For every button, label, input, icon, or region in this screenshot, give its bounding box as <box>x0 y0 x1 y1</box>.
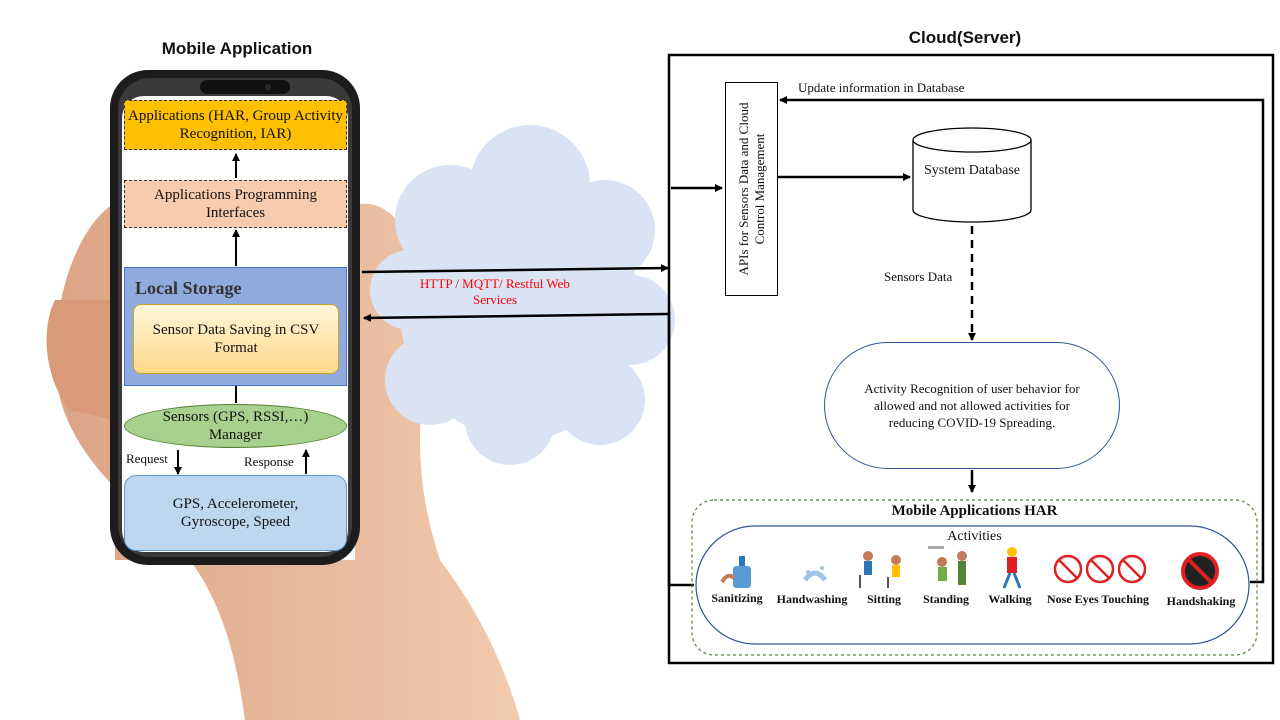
handshaking-icon <box>1181 552 1219 590</box>
cloud-apis-box: APIs for Sensors Data and Cloud Control … <box>725 82 778 296</box>
nose-eyes-touching-icon <box>1053 554 1147 584</box>
activity-recognition-box: Activity Recognition of user behavior fo… <box>824 342 1120 469</box>
activity-label-standing: Standing <box>922 592 970 606</box>
sensors-data-label: Sensors Data <box>884 269 953 284</box>
sensors-manager-ellipse: Sensors (GPS, RSSI,…) Manager <box>124 404 347 448</box>
activity-label-sanitizing: Sanitizing <box>711 591 763 605</box>
handwashing-icon <box>802 566 828 582</box>
local-storage-label: Local Storage <box>135 278 242 298</box>
cloud-apis-label: APIs for Sensors Data and Cloud Control … <box>735 102 767 276</box>
system-database-cylinder <box>912 127 1032 223</box>
phone-flow-arrows <box>174 153 310 475</box>
network-arrows <box>361 264 669 322</box>
har-title: Mobile Applications HAR <box>891 503 1058 519</box>
sanitizing-icon <box>720 556 751 588</box>
har-container <box>691 499 1258 656</box>
sensor-data-saving-box: Sensor Data Saving in CSV Format <box>133 304 339 374</box>
activity-label-sitting: Sitting <box>866 592 902 606</box>
sitting-icon <box>859 551 901 588</box>
response-label: Response <box>244 454 294 469</box>
activities-title: Activities <box>947 529 1002 544</box>
walking-icon <box>1002 547 1022 589</box>
activity-label-handshaking: Handshaking <box>1166 594 1236 608</box>
mobile-application-title: Mobile Application <box>161 39 313 58</box>
request-label: Request <box>126 451 168 466</box>
api-box: Applications Programming Interfaces <box>124 180 347 228</box>
applications-box: Applications (HAR, Group Activity Recogn… <box>124 100 347 150</box>
update-database-label: Update information in Database <box>798 80 965 95</box>
activity-label-nose-eyes-touching: Nose Eyes Touching <box>1046 592 1150 606</box>
activity-label-handwashing: Handwashing <box>776 592 848 606</box>
activity-label-walking: Walking <box>988 592 1032 606</box>
cloud-flow-arrows <box>667 96 1265 587</box>
activities-pill <box>695 525 1250 645</box>
network-cloud-shape <box>370 125 675 465</box>
hardware-sensors-box: GPS, Accelerometer, Gyroscope, Speed <box>124 475 347 551</box>
cloud-server-title: Cloud(Server) <box>908 28 1022 47</box>
standing-icon <box>928 546 967 585</box>
system-database-label: System Database <box>923 163 1021 178</box>
protocols-label: HTTP / MQTT/ Restful Web Services <box>420 276 570 307</box>
